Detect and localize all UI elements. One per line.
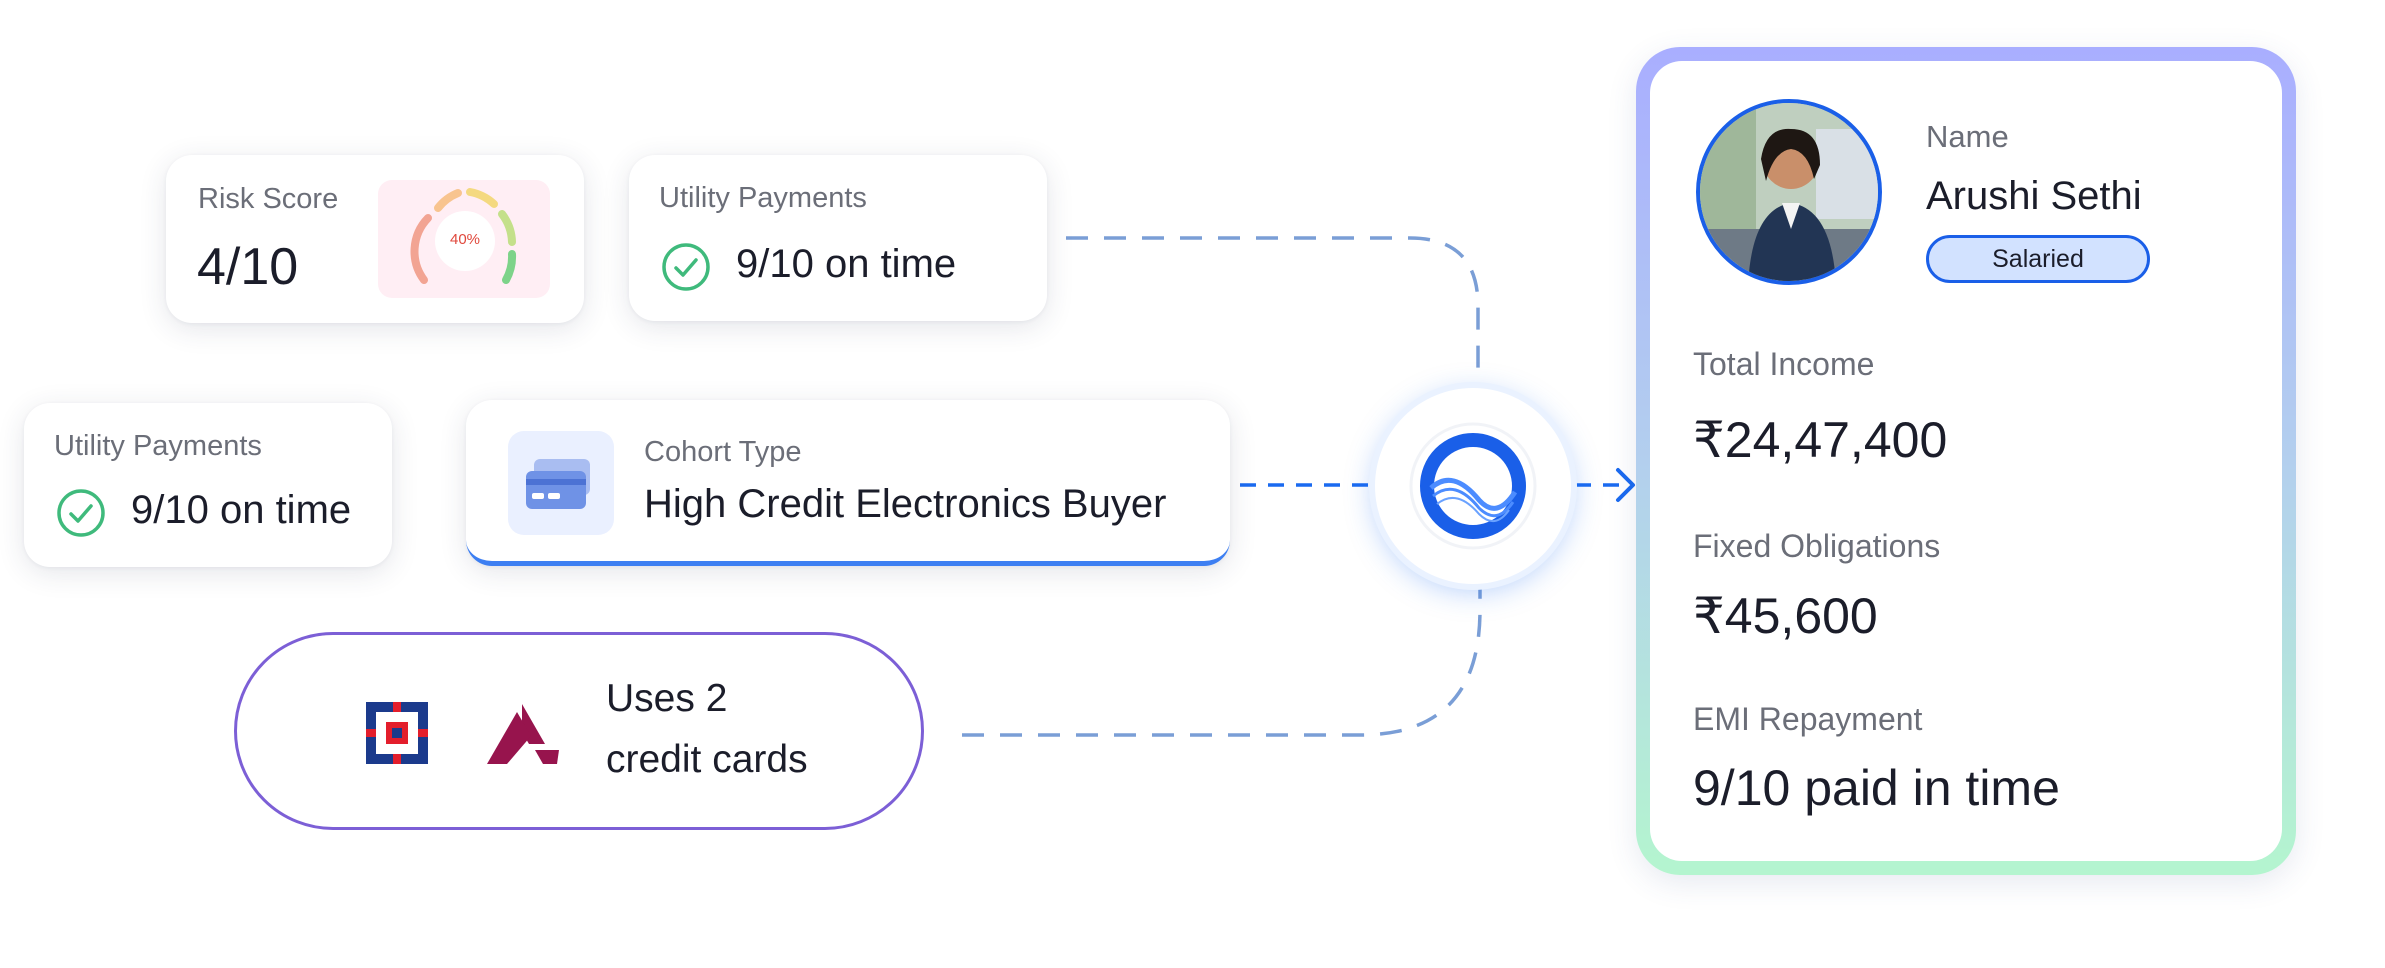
risk-gauge: 40% <box>378 180 550 298</box>
connector-cards-to-hub <box>962 585 1482 737</box>
total-income-value: ₹24,47,400 <box>1693 412 1948 468</box>
fixed-obligations-value: ₹45,600 <box>1693 588 1878 644</box>
credit-card-icon-tile <box>508 431 614 535</box>
credit-cards-pill: Uses 2 credit cards <box>234 632 924 830</box>
credit-card-icon <box>526 459 590 509</box>
profile-card-frame: Name Arushi Sethi Salaried Total Income … <box>1636 47 2296 875</box>
arrow-head-icon <box>1616 468 1635 502</box>
fixed-obligations-label: Fixed Obligations <box>1693 528 1941 564</box>
credit-cards-line2: credit cards <box>606 738 808 781</box>
profile-card: Name Arushi Sethi Salaried Total Income … <box>1650 61 2282 861</box>
emi-repayment-label: EMI Repayment <box>1693 701 1923 737</box>
total-income-label: Total Income <box>1693 346 1875 382</box>
hub-logo-icon <box>1409 422 1537 550</box>
salaried-badge: Salaried <box>1926 235 2150 283</box>
risk-gauge-icon <box>410 188 517 284</box>
emi-repayment-value: 9/10 paid in time <box>1693 760 2060 816</box>
name-value: Arushi Sethi <box>1926 174 2142 218</box>
avatar-photo-icon <box>1700 103 1878 281</box>
utility-payments-card-top: Utility Payments 9/10 on time <box>629 155 1047 321</box>
axis-bank-logo <box>487 704 559 764</box>
avatar <box>1696 99 1882 285</box>
cohort-type-card: Cohort Type High Credit Electronics Buye… <box>466 400 1230 566</box>
hub-node <box>1375 388 1571 584</box>
utility-payments-value: 9/10 on time <box>131 488 352 532</box>
risk-score-label: Risk Score <box>198 183 339 215</box>
check-circle-icon <box>662 243 710 291</box>
utility-payments-value: 9/10 on time <box>736 242 957 286</box>
name-label: Name <box>1926 119 2009 154</box>
risk-score-value: 4/10 <box>197 238 299 296</box>
utility-payments-card-left: Utility Payments 9/10 on time <box>24 403 392 567</box>
risk-gauge-percent: 40% <box>449 231 481 248</box>
hdfc-bank-logo <box>366 702 428 764</box>
utility-payments-label: Utility Payments <box>659 182 867 214</box>
cohort-type-label: Cohort Type <box>644 436 802 468</box>
credit-cards-line1: Uses 2 <box>606 677 728 720</box>
utility-payments-label: Utility Payments <box>54 430 262 462</box>
risk-score-card: Risk Score 4/10 40% <box>166 155 584 323</box>
connector-utility-to-hub <box>1066 236 1480 382</box>
cohort-type-value: High Credit Electronics Buyer <box>644 482 1167 526</box>
check-circle-icon <box>57 489 105 537</box>
